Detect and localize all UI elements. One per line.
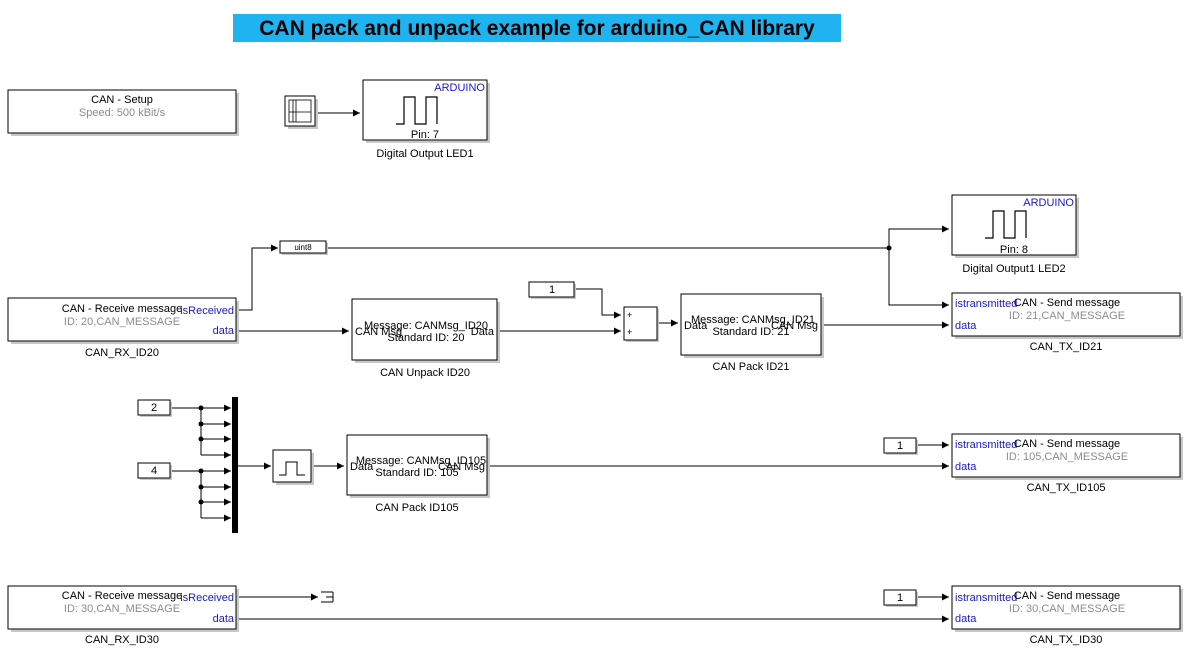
- tx105-title: CAN - Send message: [1014, 438, 1120, 450]
- unpack20-message: Message: CANMsg_ID20: [364, 320, 488, 332]
- pulse-generator-icon: [288, 99, 312, 123]
- model-title: CAN pack and unpack example for arduino_…: [233, 14, 841, 42]
- tx21-port-istransmitted: istransmitted: [955, 298, 1017, 310]
- tx21-caption: CAN_TX_ID21: [1030, 341, 1103, 353]
- can-tx-id21-block[interactable]: istransmitted data CAN - Send message ID…: [951, 292, 1183, 339]
- branch-point: [198, 421, 204, 427]
- led2-square-wave-icon: [985, 210, 1027, 239]
- const2-value: 2: [151, 402, 157, 414]
- wire-const1-sum[interactable]: [575, 288, 621, 319]
- rx30-id: ID: 30,CAN_MESSAGE: [64, 603, 180, 615]
- constant-4-block[interactable]: 4: [137, 462, 172, 480]
- tx30-title: CAN - Send message: [1014, 590, 1120, 602]
- branch-point: [198, 468, 204, 474]
- setup-title: CAN - Setup: [91, 94, 153, 106]
- rx20-title: CAN - Receive message: [62, 303, 182, 315]
- wire-branch-tx21[interactable]: [888, 248, 949, 309]
- can-setup-block[interactable]: CAN - Setup Speed: 500 kBit/s: [7, 89, 239, 136]
- branch-point: [198, 484, 204, 490]
- title-text: CAN pack and unpack example for arduino_…: [259, 17, 815, 40]
- tx30-port-istransmitted: istransmitted: [955, 592, 1017, 604]
- pack105-caption: CAN Pack ID105: [375, 502, 458, 514]
- wire-branch-led2[interactable]: [888, 225, 949, 248]
- title-highlight: [233, 14, 841, 42]
- unpack20-caption: CAN Unpack ID20: [380, 367, 470, 379]
- const1b-value: 1: [897, 440, 903, 452]
- pack105-in-port: Data: [350, 461, 374, 473]
- pack105-standard-id: Standard ID: 105: [375, 467, 458, 479]
- tx30-id: ID: 30,CAN_MESSAGE: [1009, 603, 1125, 615]
- tx30-caption: CAN_TX_ID30: [1030, 634, 1103, 646]
- wire-rx20-uint8[interactable]: [238, 244, 278, 311]
- pulse-generator-block[interactable]: [284, 95, 318, 129]
- pack21-in-port: Data: [684, 320, 708, 332]
- rx20-port-isreceived: isReceived: [180, 305, 234, 317]
- rx30-title: CAN - Receive message: [62, 590, 182, 602]
- pack105-message: Message: CANMsg_ID105: [356, 455, 486, 467]
- can-pack-id21-block[interactable]: Data Message: CANMsg_ID21 Standard ID: 2…: [680, 293, 824, 358]
- tx105-port-data: data: [955, 461, 977, 473]
- can-tx-id30-block[interactable]: istransmitted data CAN - Send message ID…: [951, 585, 1183, 632]
- sum-input2-sign: +: [627, 327, 632, 337]
- led1-pin: Pin: 7: [411, 129, 439, 141]
- led1-caption: Digital Output LED1: [376, 148, 473, 160]
- pack21-message: Message: CANMsg_ID21: [691, 314, 815, 326]
- can-unpack-id20-block[interactable]: CAN Msg Message: CANMsg_ID20 Standard ID…: [351, 298, 500, 363]
- pack21-out-port: CAN Msg: [771, 320, 818, 332]
- tx30-port-data: data: [955, 613, 977, 625]
- can-pack-id105-block[interactable]: Data Message: CANMsg_ID105 Standard ID: …: [346, 434, 490, 498]
- branch-point: [198, 499, 204, 505]
- led2-caption: Digital Output1 LED2: [962, 263, 1065, 275]
- pack105-out-port: CAN Msg: [438, 461, 485, 473]
- tx105-port-istransmitted: istransmitted: [955, 439, 1017, 451]
- sum-block[interactable]: + +: [623, 306, 659, 342]
- const1c-value: 1: [897, 592, 903, 604]
- rx30-port-data: data: [213, 613, 235, 625]
- rx30-port-isreceived: isReceived: [180, 592, 234, 604]
- zero-order-hold-icon: [279, 461, 305, 476]
- rx30-caption: CAN_RX_ID30: [85, 634, 159, 646]
- led1-square-wave-icon: [396, 96, 438, 125]
- setup-speed: Speed: 500 kBit/s: [79, 107, 166, 119]
- branch-point: [198, 405, 204, 411]
- pack21-caption: CAN Pack ID21: [712, 361, 789, 373]
- digital-output-led2-block[interactable]: ARDUINO Pin: 8: [951, 194, 1079, 258]
- led2-pin: Pin: 8: [1000, 244, 1028, 256]
- unpack20-standard-id: Standard ID: 20: [387, 332, 464, 344]
- sum-input1-sign: +: [627, 310, 632, 320]
- rate-transition-block[interactable]: [272, 449, 314, 485]
- can-rx-id20-block[interactable]: CAN - Receive message ID: 20,CAN_MESSAGE…: [7, 297, 239, 344]
- const4-value: 4: [151, 465, 157, 477]
- signal-lines: [171, 109, 949, 623]
- uint8-label: uint8: [294, 243, 312, 252]
- tx105-id: ID: 105,CAN_MESSAGE: [1006, 451, 1128, 463]
- rx20-port-data: data: [213, 325, 235, 337]
- unpack20-in-port: CAN Msg: [355, 326, 402, 338]
- const1-value: 1: [549, 284, 555, 296]
- led2-brand: ARDUINO: [1023, 197, 1074, 209]
- digital-output-led1-block[interactable]: ARDUINO Pin: 7: [362, 79, 490, 143]
- tx21-id: ID: 21,CAN_MESSAGE: [1009, 310, 1125, 322]
- can-rx-id30-block[interactable]: CAN - Receive message ID: 30,CAN_MESSAGE…: [7, 585, 239, 632]
- can-tx-id105-block[interactable]: istransmitted data CAN - Send message ID…: [951, 433, 1183, 480]
- constant-1c-block[interactable]: 1: [883, 589, 918, 607]
- rx20-caption: CAN_RX_ID20: [85, 347, 159, 359]
- mux-block[interactable]: [232, 397, 238, 533]
- pack21-standard-id: Standard ID: 21: [712, 326, 789, 338]
- uint8-conversion-block[interactable]: uint8: [279, 240, 328, 255]
- led1-brand: ARDUINO: [434, 82, 485, 94]
- tx21-title: CAN - Send message: [1014, 297, 1120, 309]
- tx21-port-data: data: [955, 320, 977, 332]
- constant-2-block[interactable]: 2: [137, 399, 172, 417]
- rx20-id: ID: 20,CAN_MESSAGE: [64, 316, 180, 328]
- terminator-icon: [321, 591, 334, 603]
- unpack20-out-port: Data: [471, 326, 495, 338]
- constant-1-block[interactable]: 1: [528, 281, 576, 299]
- branch-point: [198, 436, 204, 442]
- constant-1b-block[interactable]: 1: [883, 437, 918, 455]
- tx105-caption: CAN_TX_ID105: [1027, 482, 1106, 494]
- terminator-block[interactable]: [321, 591, 334, 603]
- mux-input-wires: [198, 404, 231, 522]
